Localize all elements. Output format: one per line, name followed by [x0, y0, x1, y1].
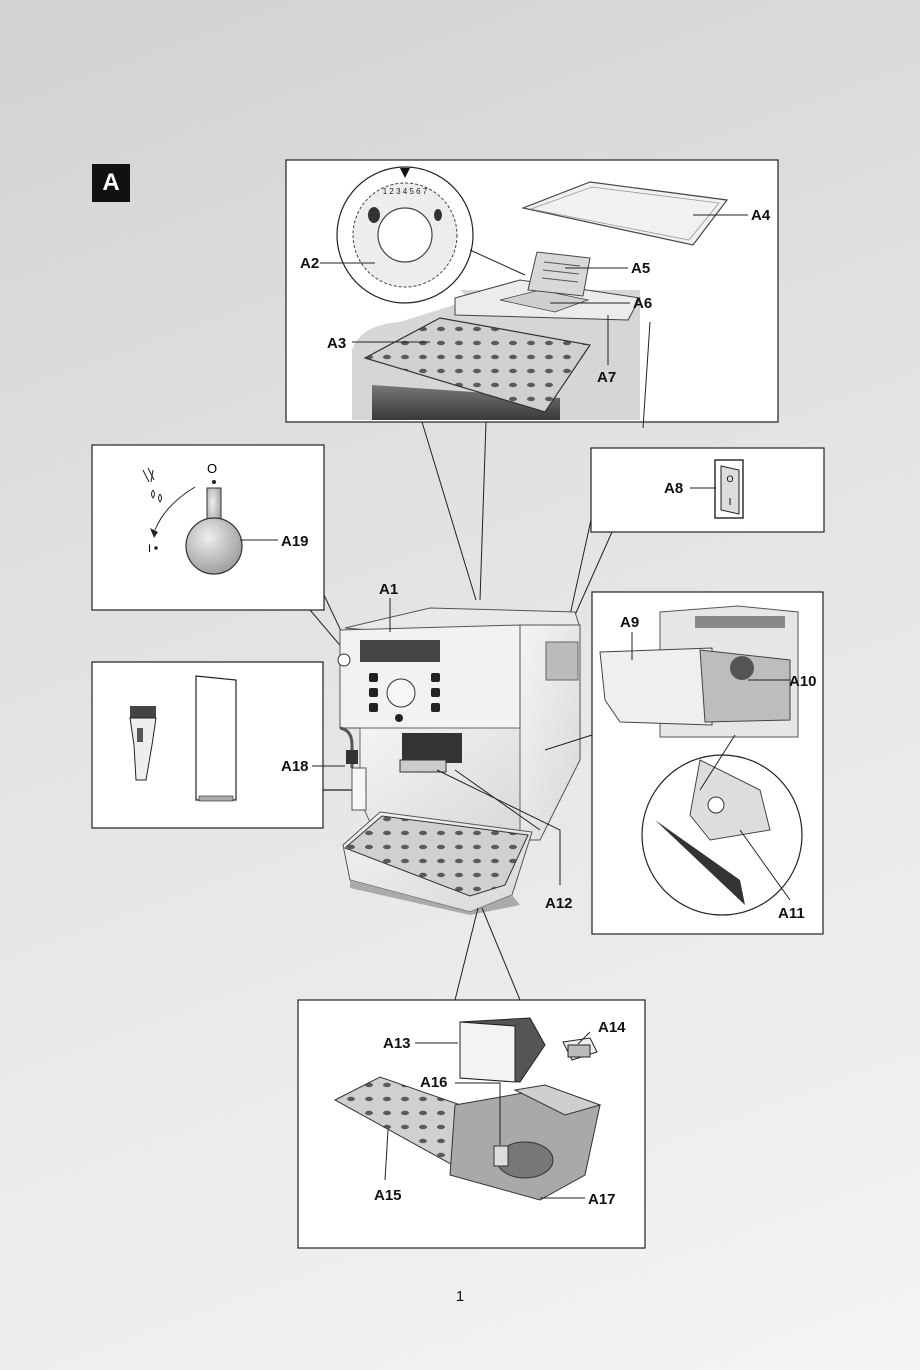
label-A7: A7	[597, 369, 616, 386]
label-A10: A10	[789, 673, 817, 690]
label-A13: A13	[383, 1035, 411, 1052]
label-A11: A11	[778, 905, 805, 922]
knob-bottom-symbol: I	[148, 543, 151, 555]
cappuccino-nozzle-panel: A18	[91, 661, 360, 829]
label-A14: A14	[598, 1019, 626, 1036]
label-A1: A1	[379, 581, 398, 598]
label-A2: A2	[300, 255, 319, 272]
label-A4: A4	[751, 207, 771, 224]
knob-top-symbol: O	[207, 461, 217, 476]
label-A19: A19	[281, 533, 309, 550]
steam-icon	[142, 467, 162, 503]
top-detail-panel: 1 2 3 4 5 6 7 A2 A3 A4 A5 A6 A7	[285, 159, 779, 429]
figure-badge: A	[92, 164, 130, 202]
label-A9: A9	[620, 614, 639, 631]
label-A16: A16	[420, 1074, 448, 1091]
grinder-access-cover	[527, 251, 591, 297]
nozzle-tube-icon	[129, 706, 157, 781]
bean-container-lid	[520, 181, 729, 246]
brew-unit-panel: A9 A10 A11	[591, 591, 824, 935]
steam-knob-panel: O I A19	[91, 444, 325, 611]
power-switch-panel: O I A8	[590, 447, 825, 533]
dial-marks: 1 2 3 4 5 6 7	[383, 187, 428, 196]
switch-on-symbol: I	[729, 497, 732, 508]
label-A5: A5	[631, 260, 650, 277]
page-number: 1	[455, 1288, 465, 1305]
nozzle-sleeve-icon	[195, 675, 237, 802]
label-A18: A18	[281, 758, 309, 775]
switch-off-symbol: O	[726, 474, 733, 484]
coffee-machine: A1 A12	[337, 581, 581, 915]
control-buttons	[369, 673, 440, 722]
grind-dial-inset: 1 2 3 4 5 6 7	[336, 166, 526, 304]
label-A3: A3	[327, 335, 346, 352]
drip-tray-parts-panel: A13 A14 A16 A15 A17	[297, 999, 646, 1249]
label-A12: A12	[545, 895, 573, 912]
label-A17: A17	[588, 1191, 616, 1208]
label-A8: A8	[664, 480, 683, 497]
label-A6: A6	[633, 295, 652, 312]
label-A15: A15	[374, 1187, 402, 1204]
